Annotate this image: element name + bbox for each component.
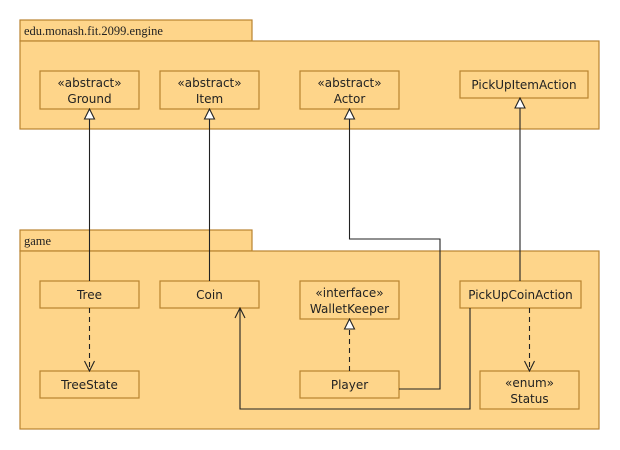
package-game-tab xyxy=(19,229,253,252)
class-pickupcoinaction-name: PickUpCoinAction xyxy=(468,288,573,302)
class-ground: «abstract» Ground xyxy=(39,70,140,110)
class-ground-name: Ground xyxy=(67,92,111,106)
class-item-stereotype: «abstract» xyxy=(177,76,241,90)
class-tree: Tree xyxy=(39,280,140,309)
class-walletkeeper-name: WalletKeeper xyxy=(310,302,389,316)
edge-player-actor-generalization xyxy=(350,109,441,390)
class-status-stereotype: «enum» xyxy=(505,376,554,390)
package-game-label: game xyxy=(24,234,52,248)
class-walletkeeper-stereotype: «interface» xyxy=(315,286,383,300)
class-ground-stereotype: «abstract» xyxy=(57,76,121,90)
class-tree-name: Tree xyxy=(76,288,102,302)
class-pickupitemaction-name: PickUpItemAction xyxy=(471,78,576,92)
class-actor-stereotype: «abstract» xyxy=(317,76,381,90)
class-player: Player xyxy=(299,370,400,399)
package-engine-label: edu.monash.fit.2099.engine xyxy=(24,24,163,38)
class-treestate-name: TreeState xyxy=(60,378,118,392)
class-coin: Coin xyxy=(159,280,260,309)
class-status: «enum» Status xyxy=(479,370,580,410)
class-pickupcoinaction: PickUpCoinAction xyxy=(459,280,582,309)
class-item: «abstract» Item xyxy=(159,70,260,110)
class-actor-name: Actor xyxy=(334,92,366,106)
class-player-name: Player xyxy=(331,378,368,392)
class-status-name: Status xyxy=(510,392,548,406)
class-actor: «abstract» Actor xyxy=(299,70,400,110)
class-item-name: Item xyxy=(196,92,223,106)
edge-pickupcoinaction-coin-association xyxy=(240,308,471,410)
class-walletkeeper: «interface» WalletKeeper xyxy=(299,280,400,320)
relations xyxy=(90,98,530,410)
class-coin-name: Coin xyxy=(196,288,223,302)
class-treestate: TreeState xyxy=(39,370,140,399)
class-pickupitemaction: PickUpItemAction xyxy=(459,70,589,99)
